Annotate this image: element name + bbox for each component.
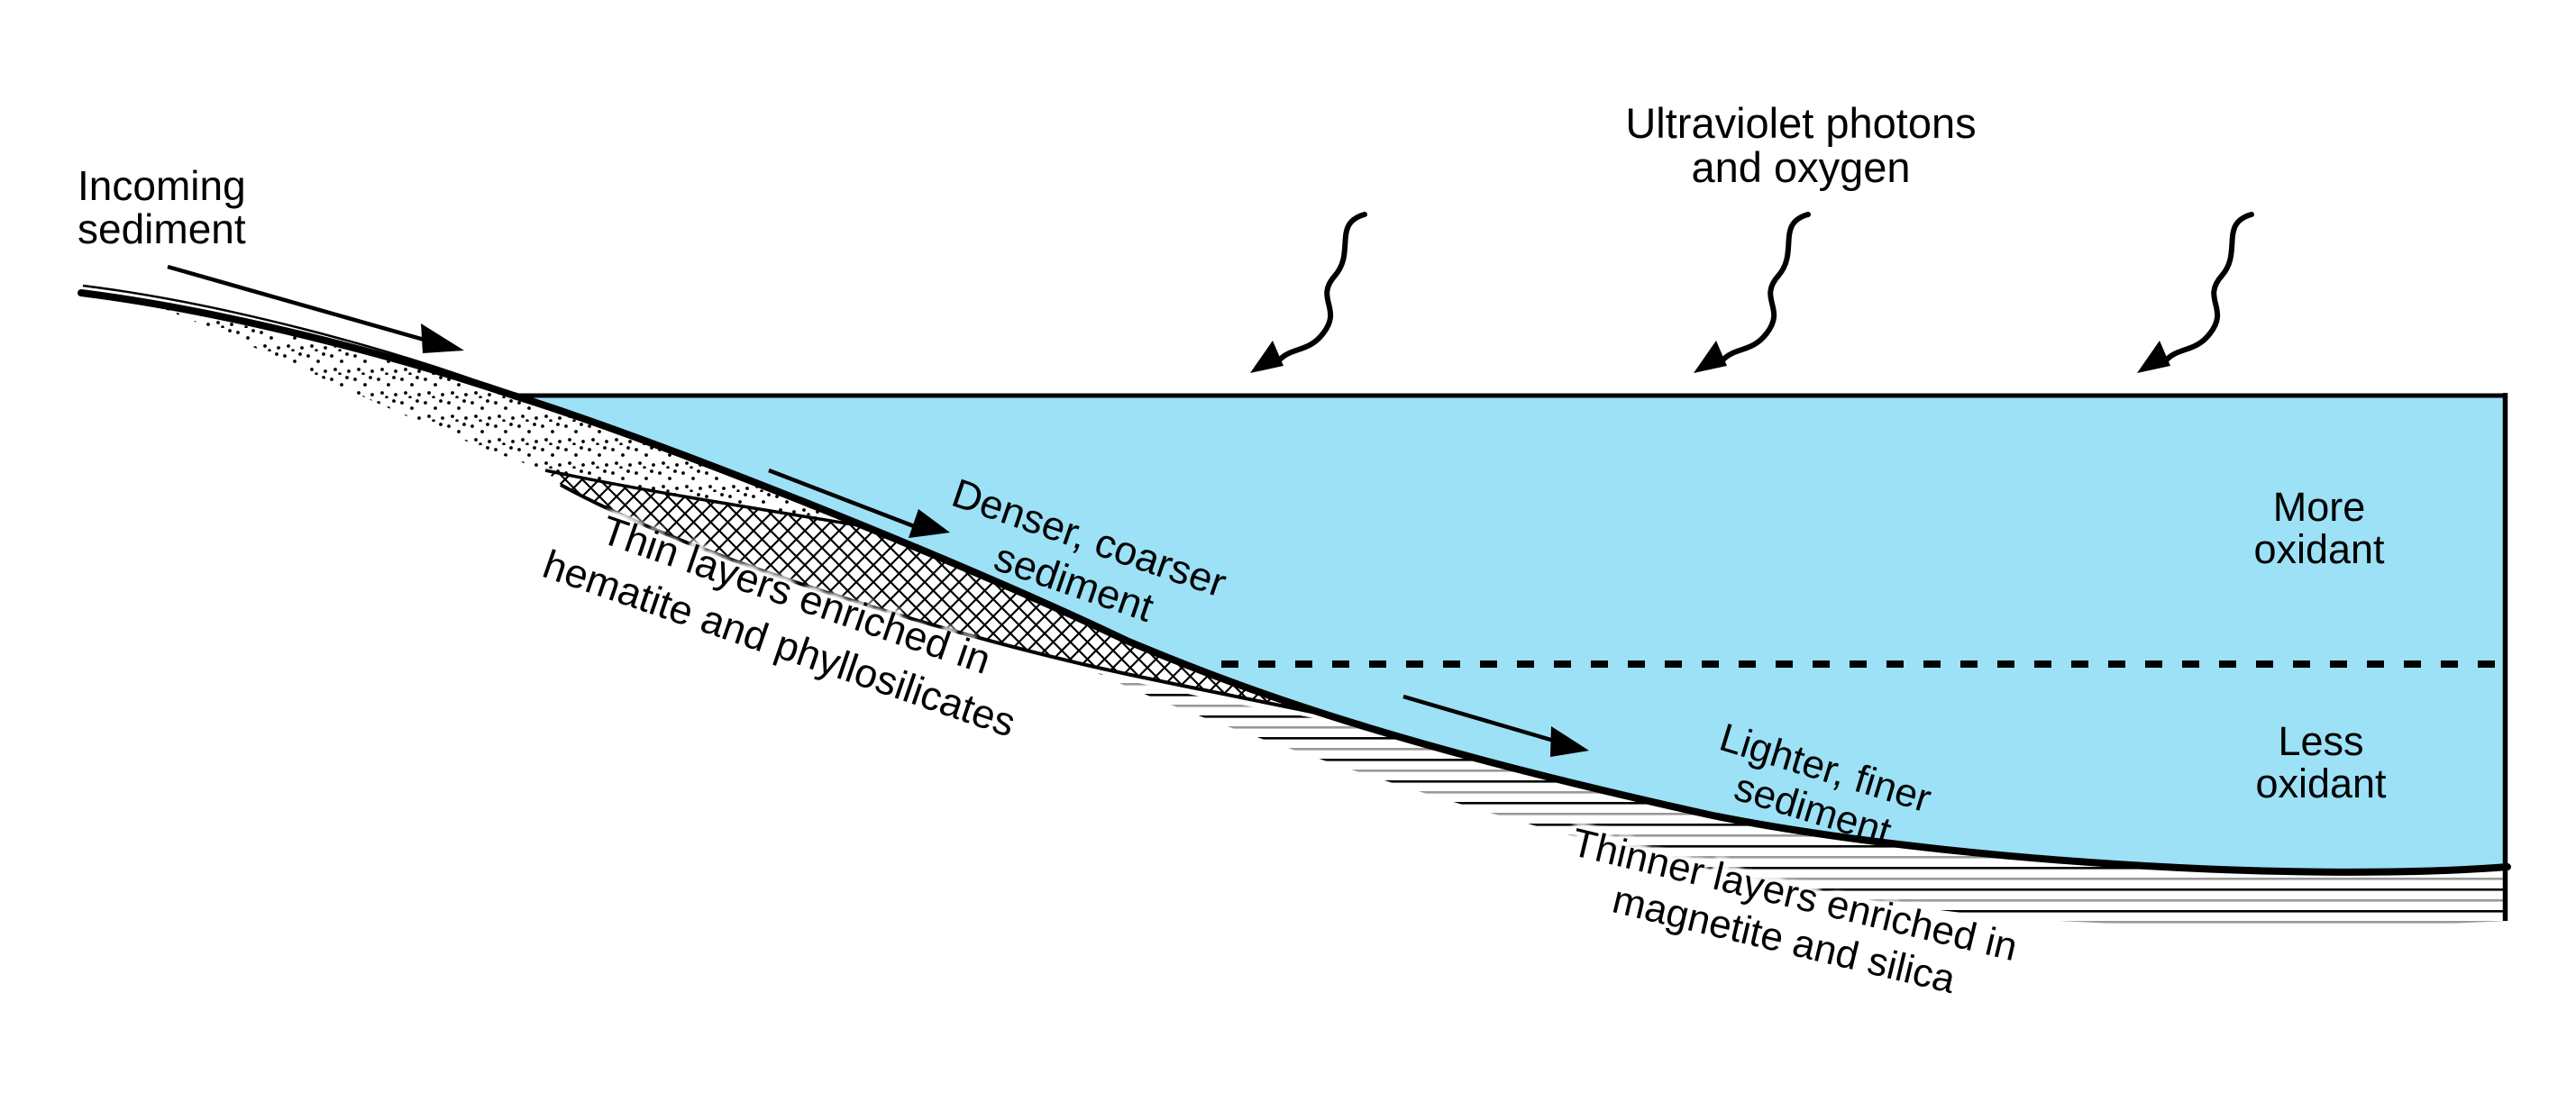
label-uv-photons-oxygen: Ultraviolet photons and oxygen [1621,99,1981,191]
uv-photon-wavy-arrow-1 [1250,212,1367,373]
ruled-layer-band [1098,673,2507,927]
label-less-oxidant: Less oxidant [2186,718,2456,806]
uv-photon-wavy-arrow-2 [1694,214,1808,373]
label-line: sediment [78,205,246,252]
label-line: oxidant [2255,760,2387,806]
stipple-base-line [544,469,864,528]
label-line: More [2272,484,2366,530]
label-line: oxidant [2253,525,2385,572]
basin-profile-line [78,289,2511,876]
lighter-sediment-arrow [1402,694,1589,757]
crosshatch-base-line [560,483,1326,716]
label-incoming-sediment: Incoming sediment [78,162,246,252]
uv-photon-wavy-arrow-3 [2137,214,2252,373]
water-body [514,396,2507,872]
crosshatch-layer-band [545,470,1325,715]
label-line: Incoming [78,162,246,209]
stipple-sediment-wedge [151,304,863,526]
label-line: Ultraviolet photons [1625,99,1977,147]
denser-sediment-arrow [768,468,950,538]
label-more-oxidant: More oxidant [2184,484,2454,572]
incoming-sediment-arrow [167,264,464,353]
label-line: Less [2278,718,2364,764]
label-line: and oxygen [1691,142,1911,191]
